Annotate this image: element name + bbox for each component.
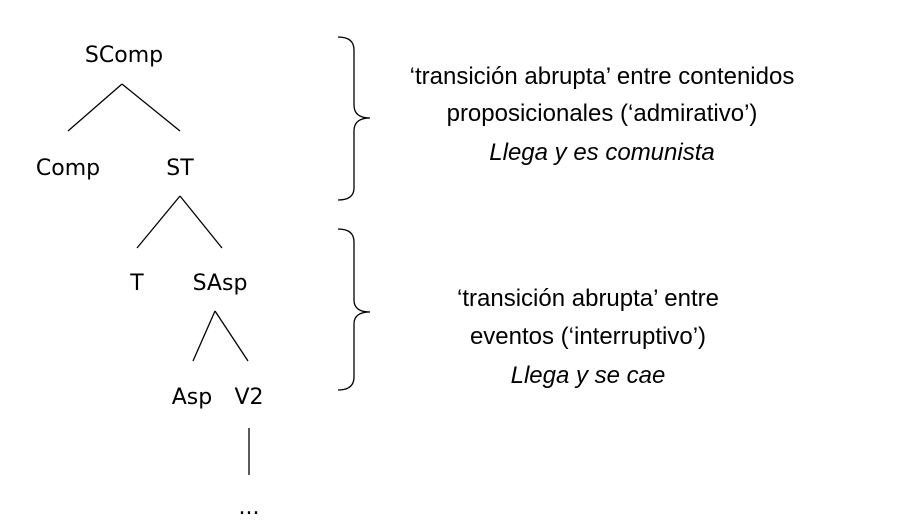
brace-upper [337, 36, 371, 201]
branch-scomp-comp [67, 83, 123, 132]
branch-scomp-st [121, 83, 181, 132]
branch-st-sasp [179, 195, 223, 249]
brace-lower [337, 228, 371, 391]
annotation-1-line1: ‘transición abrupta’ entre contenidos [410, 63, 795, 90]
annotation-2-line2: eventos (‘interruptivo’) [470, 323, 706, 350]
node-asp: Asp [172, 385, 212, 410]
node-st: ST [166, 156, 194, 181]
node-sasp: SAsp [193, 271, 248, 296]
annotation-1-line2: proposicionales (‘admirativo’) [447, 100, 758, 127]
node-scomp: SComp [85, 43, 163, 68]
branch-st-t [136, 195, 181, 249]
node-ellipsis: ... [239, 495, 260, 520]
node-comp: Comp [36, 156, 100, 181]
branch-sasp-v2 [214, 310, 249, 362]
annotation-1-example: Llega y es comunista [489, 139, 714, 166]
node-t: T [129, 271, 144, 296]
annotation-2-example: Llega y se cae [511, 362, 666, 389]
branch-sasp-asp [192, 310, 216, 362]
annotation-2-line1: ‘transición abrupta’ entre [457, 285, 719, 312]
node-v2: V2 [234, 385, 263, 410]
